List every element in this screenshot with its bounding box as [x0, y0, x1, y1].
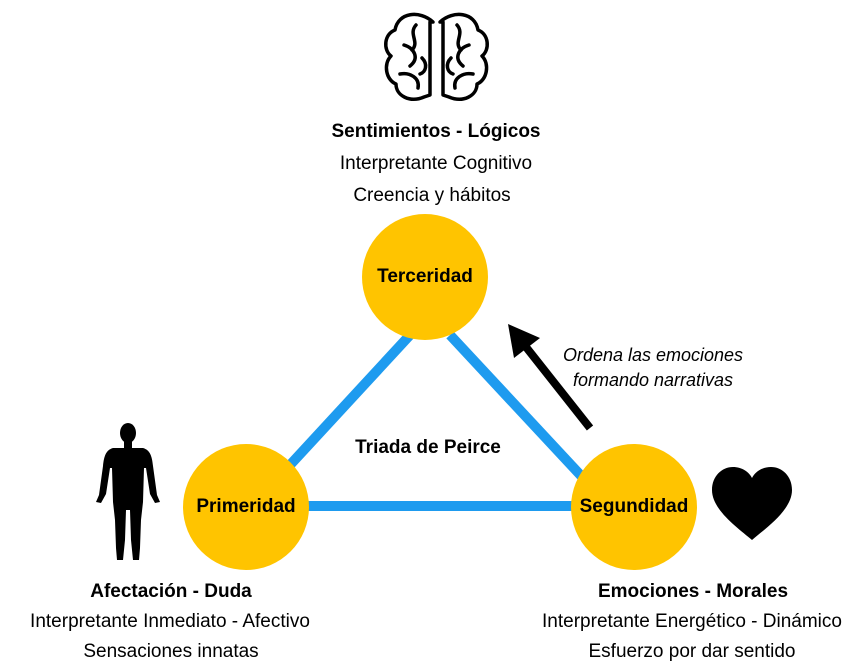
- arrow-annotation-line1: Ordena las emociones: [562, 345, 744, 365]
- node-primeridad: Primeridad: [183, 444, 309, 570]
- left-block-line1: Interpretante Inmediato - Afectivo: [30, 611, 310, 632]
- edge-terceridad-primeridad: [286, 331, 414, 469]
- top-block-title: Sentimientos - Lógicos: [331, 121, 541, 142]
- right-block-line1: Interpretante Energético - Dinámico: [542, 611, 842, 632]
- node-primeridad-label: Primeridad: [196, 496, 296, 517]
- brain-icon: [384, 12, 489, 101]
- node-segundidad: Segundidad: [571, 444, 697, 570]
- top-block-line2: Creencia y hábitos: [353, 185, 511, 206]
- left-block-line2: Sensaciones innatas: [83, 641, 259, 662]
- right-block-title: Emociones - Morales: [597, 581, 789, 602]
- arrow-annotation-line2: formando narrativas: [572, 370, 734, 390]
- edge-terceridad-segundidad: [446, 331, 589, 484]
- direction-arrow: [508, 324, 594, 431]
- center-label: Triada de Peirce: [355, 437, 501, 458]
- node-segundidad-label: Segundidad: [579, 496, 689, 517]
- node-terceridad-label: Terceridad: [377, 266, 473, 287]
- node-terceridad: Terceridad: [362, 214, 488, 340]
- heart-icon: [712, 467, 792, 540]
- top-block-line1: Interpretante Cognitivo: [339, 153, 533, 174]
- left-block-title: Afectación - Duda: [90, 581, 252, 602]
- human-body-icon: [96, 423, 160, 560]
- right-block-line2: Esfuerzo por dar sentido: [588, 641, 796, 662]
